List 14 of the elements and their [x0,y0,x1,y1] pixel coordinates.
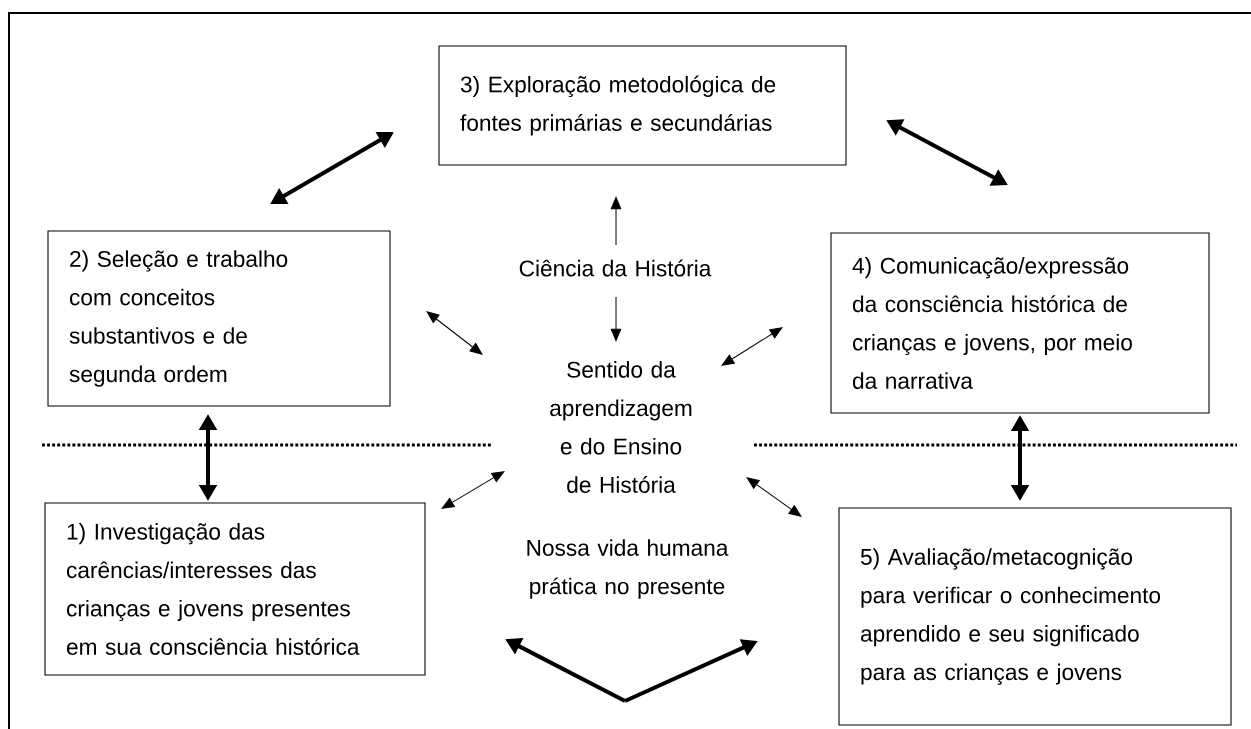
text-label: Ciência da História [519,259,712,277]
step-box: 2) Seleção e trabalho com conceitos substantivos e de segunda ordem [47,230,391,407]
double-arrow [721,327,783,366]
step-box: 5) Avaliação/metacognição para verificar o conhecimento aprendido e seu significado para as crianças e jovens [838,507,1232,726]
double-arrow [441,471,505,509]
step-box: 4) Comunicação/expressão da consciência histórica de crianças e jovens, por meio da narrativa [830,232,1210,414]
step-box: 1) Investigação das carências/interesses das crianças e jovens presentes em sua consciência histórica [44,502,426,676]
double-arrow [426,311,483,355]
step-box: 3) Exploração metodológica de fontes primárias e secundárias [438,45,847,166]
arrow [610,196,622,246]
double-arrow [746,477,802,517]
text-label: Sentido da aprendizagem e do Ensino de História [550,361,692,493]
arrow [610,296,622,342]
text-label: Nossa vida humana prática no presente [527,539,729,599]
